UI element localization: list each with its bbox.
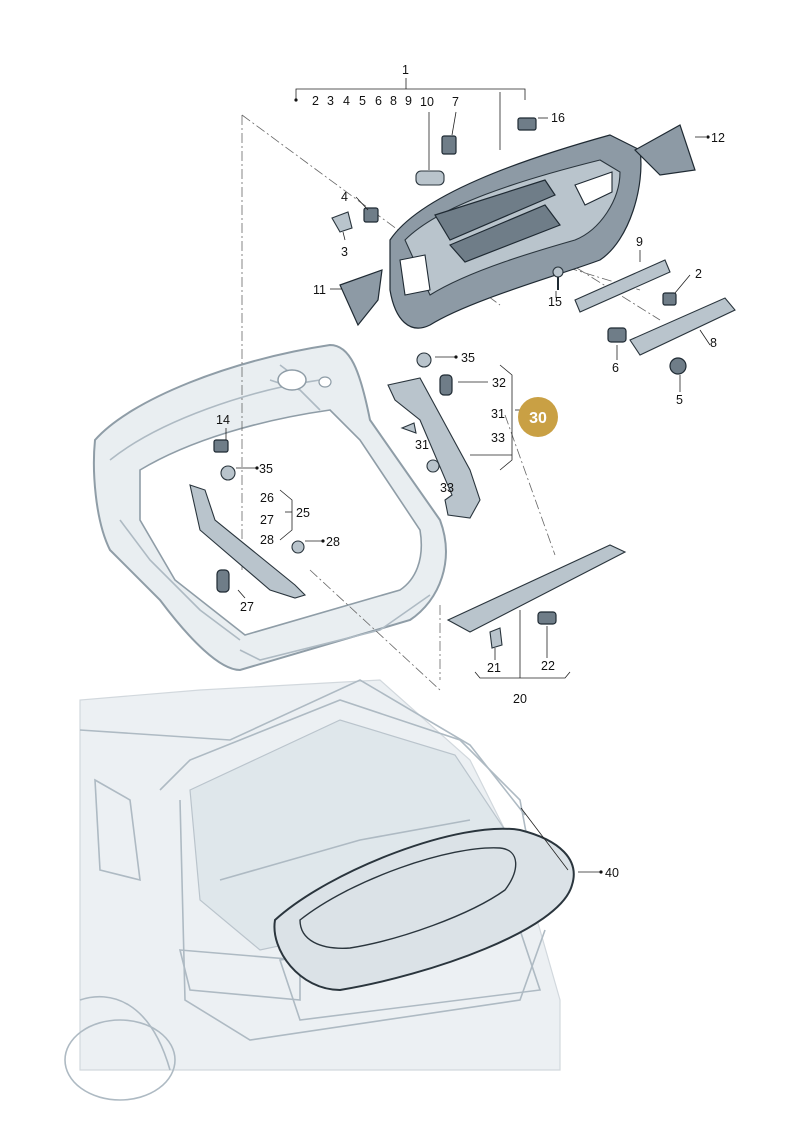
part-10-cover <box>415 170 445 186</box>
part-12-corner-trim <box>634 124 696 176</box>
group-1-header: 2 3 4 5 6 8 9 10 7 <box>312 94 459 109</box>
label-35-right: 35 <box>461 351 475 365</box>
label-22: 22 <box>541 659 555 673</box>
part-28-clip <box>291 540 305 554</box>
label-9: 9 <box>636 235 643 249</box>
header-num: 3 <box>327 94 334 108</box>
label-40: 40 <box>605 866 619 880</box>
part-25-pillar-trim <box>189 484 307 599</box>
label-31-clip: 31 <box>415 438 429 452</box>
highlight-badge-30[interactable]: 30 <box>518 397 558 437</box>
part-40-hatch-glass <box>273 827 575 992</box>
label-27-group: 27 <box>260 513 274 527</box>
part-8-strip <box>629 297 736 356</box>
part-27-bumper <box>216 569 230 593</box>
header-num: 4 <box>343 94 350 108</box>
part-20-cargo-cover <box>446 544 627 633</box>
part-31-33-pillar-trim <box>387 377 481 519</box>
label-4: 4 <box>341 190 348 204</box>
part-32-bumper <box>439 374 453 396</box>
label-5: 5 <box>676 393 683 407</box>
label-33-clip: 33 <box>440 481 454 495</box>
callout-labels: 1 2 3 4 5 6 8 9 10 7 16 12 4 3 9 11 2 15… <box>216 63 725 880</box>
label-27: 27 <box>240 600 254 614</box>
label-10: 10 <box>420 95 434 109</box>
part-33-clip <box>426 459 440 473</box>
part-31-clip <box>400 422 417 434</box>
vehicle-body-ghost <box>64 679 561 1101</box>
leader-lines <box>225 78 711 873</box>
label-3: 3 <box>341 245 348 259</box>
part-4-clip <box>363 207 379 223</box>
part-35-clip-right <box>416 352 432 368</box>
part-5-fastener <box>669 357 687 375</box>
label-11: 11 <box>313 283 326 297</box>
tailgate-trim-panel <box>389 134 642 329</box>
part-11-corner-trim <box>339 269 383 327</box>
part-7-clip <box>441 135 457 155</box>
label-26: 26 <box>260 491 274 505</box>
part-15-screw <box>552 266 564 290</box>
part-9-strip <box>574 259 671 313</box>
label-28: 28 <box>326 535 340 549</box>
label-1: 1 <box>402 63 409 77</box>
label-2: 2 <box>695 267 702 281</box>
highlight-badge-circle[interactable] <box>518 397 558 437</box>
label-35-left: 35 <box>259 462 273 476</box>
label-12: 12 <box>711 131 725 145</box>
label-33-group: 33 <box>491 431 505 445</box>
label-8: 8 <box>710 336 717 350</box>
label-32: 32 <box>492 376 506 390</box>
header-num: 5 <box>359 94 366 108</box>
label-16: 16 <box>551 111 565 125</box>
label-31-group: 31 <box>491 407 505 421</box>
label-25: 25 <box>296 506 310 520</box>
header-num: 2 <box>312 94 319 108</box>
part-16-clip <box>517 117 537 131</box>
part-3-clip <box>331 211 353 233</box>
highlight-badge-label: 30 <box>529 410 547 427</box>
label-20: 20 <box>513 692 527 706</box>
part-14-clip <box>213 439 229 453</box>
label-6: 6 <box>612 361 619 375</box>
part-6-clip <box>607 327 627 343</box>
part-22-clip <box>537 611 557 625</box>
part-2-clip <box>662 292 677 306</box>
header-num: 8 <box>390 94 397 108</box>
header-num: 9 <box>405 94 412 108</box>
label-15: 15 <box>548 295 562 309</box>
header-num: 6 <box>375 94 382 108</box>
label-21: 21 <box>487 661 501 675</box>
label-14: 14 <box>216 413 230 427</box>
part-21-clip <box>489 627 503 649</box>
part-35-clip-left <box>220 465 236 481</box>
label-7: 7 <box>452 95 459 109</box>
label-28-group: 28 <box>260 533 274 547</box>
tailgate-inner-frame <box>92 343 447 672</box>
